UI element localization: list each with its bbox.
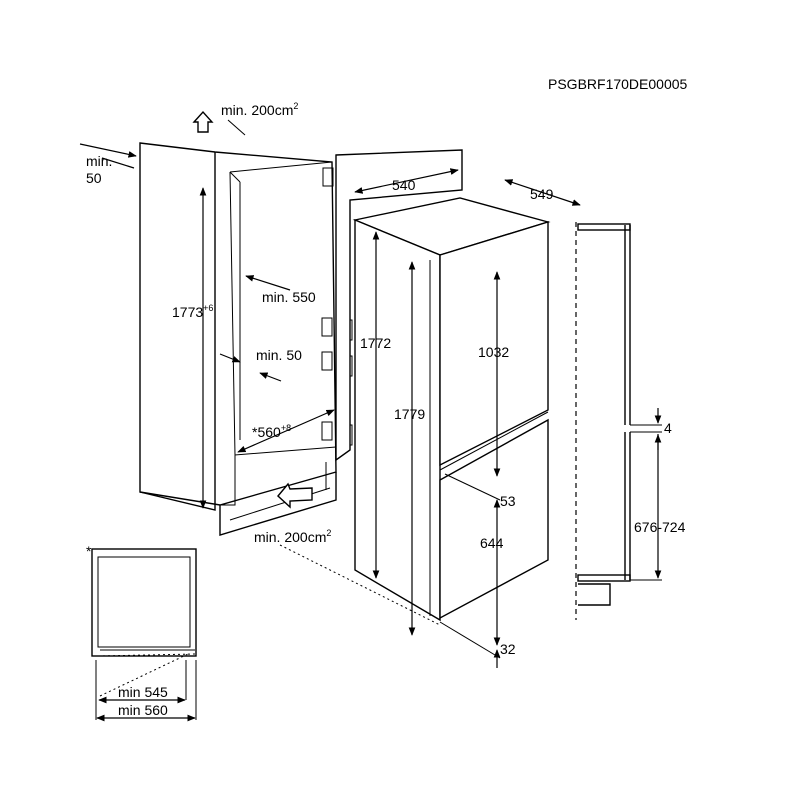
reference-code: PSGBRF170DE00005 [548,76,688,92]
appliance [352,197,551,622]
appliance-depth-dimension [504,179,581,206]
total-height-label: 1779 [394,406,425,422]
niche-height-label: 1773+6 [172,303,213,320]
rear-gap-label: min. [86,153,112,169]
upper-door-label: 1032 [478,344,509,360]
vent-arrow-top [192,110,214,133]
appliance-depth-label: 549 [530,186,554,202]
plan-section [91,548,197,720]
niche-depth-arrow [245,275,291,291]
rear-gap-value: 50 [86,170,102,186]
section-min-inner-label: min 545 [118,684,168,700]
vent-arrow-bottom [277,482,313,509]
vent-bottom-label: min. 200cm2 [254,528,331,545]
asterisk-note: * [86,543,92,559]
section-min-outer-label: min 560 [118,702,168,718]
side-gap-label: min. 50 [256,347,302,363]
rear-gap-arrow [79,143,137,158]
vent-top-label: min. 200cm2 [221,101,298,118]
door-width-label: 540 [392,177,416,193]
niche-cabinet [139,142,337,536]
door-gap-label: 53 [500,493,516,509]
bottom-gap-label: 32 [500,641,516,657]
niche-depth-label: min. 550 [262,289,316,305]
side-panel-gap-label: 4 [664,420,672,436]
niche-width-dimension [237,409,335,453]
side-gap-arrow-left [219,353,241,363]
rear-gap-line [101,157,135,169]
lower-door-label: 644 [480,535,504,551]
body-height-label: 1772 [360,335,391,351]
door-gap-leader [444,473,501,501]
side-section [575,222,662,620]
bottom-gap-leader [439,621,501,659]
side-panel-height-label: 676-724 [634,519,686,535]
side-gap-arrow-right [259,372,282,382]
door-width-dimension [354,168,459,194]
niche-width-label: *560+8 [252,423,291,440]
vent-top-leader [227,119,246,136]
